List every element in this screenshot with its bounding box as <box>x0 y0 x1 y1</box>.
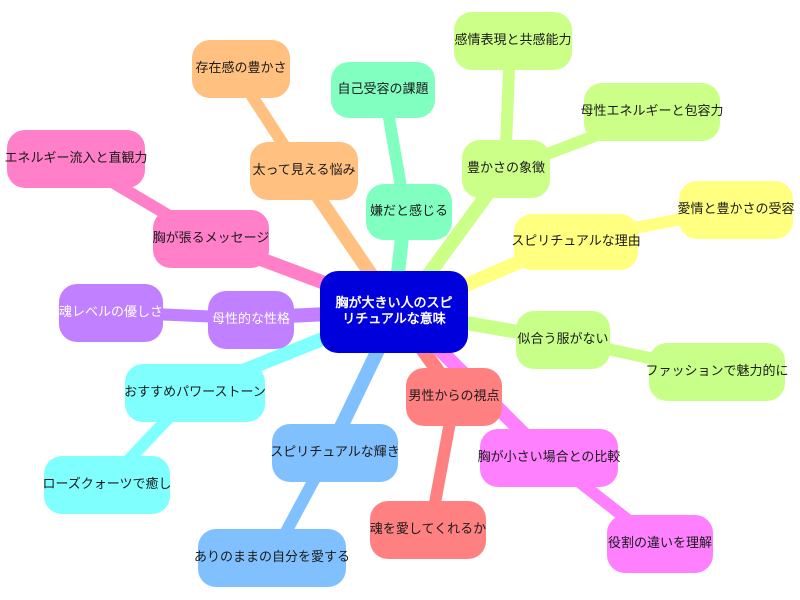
leaf-presence[interactable]: 存在感の豊かさ <box>192 40 290 98</box>
leaf-label: 母性エネルギーと包容力 <box>580 103 724 119</box>
branch-maternal[interactable]: 母性的な性格 <box>208 291 294 349</box>
leaf-label: 愛情と豊かさの受容 <box>677 201 795 217</box>
branch-power-stone[interactable]: おすすめパワーストーン <box>124 364 266 422</box>
branch-looks-fat[interactable]: 太って見える悩み <box>250 142 358 200</box>
branch-clothes[interactable]: 似合う服がない <box>516 311 610 369</box>
leaf-fashion[interactable]: ファッションで魅力的に <box>646 343 789 401</box>
branch-tension-message[interactable]: 胸が張るメッセージ <box>153 210 269 268</box>
leaf-soul-kindness[interactable]: 魂レベルの優しさ <box>59 284 163 342</box>
root-label: 胸が大きい人のスピリチュアルな意味 <box>335 295 453 327</box>
branch-label: 胸が小さい場合との比較 <box>477 449 621 465</box>
leaf-emotional-empathy[interactable]: 感情表現と共感能力 <box>454 12 572 70</box>
branch-label: 胸が張るメッセージ <box>152 230 270 246</box>
branch-label: 豊かさの象徴 <box>467 160 546 176</box>
leaf-label: 役割の違いを理解 <box>608 535 713 551</box>
leaf-role-difference[interactable]: 役割の違いを理解 <box>607 515 713 573</box>
leaf-label: ありのままの自分を愛する <box>194 549 351 565</box>
leaf-love-acceptance[interactable]: 愛情と豊かさの受容 <box>677 181 795 239</box>
leaf-label: 魂レベルの優しさ <box>59 304 164 320</box>
branch-label: スピリチュアルな輝き <box>270 444 400 460</box>
leaf-label: エネルギー流入と直観力 <box>4 150 148 166</box>
branch-compare[interactable]: 胸が小さい場合との比較 <box>477 429 621 487</box>
root-node[interactable]: 胸が大きい人のスピリチュアルな意味 <box>320 271 468 353</box>
branch-label: 男性からの視点 <box>408 388 500 404</box>
leaf-label: 存在感の豊かさ <box>195 60 287 76</box>
leaf-label: ローズクォーツで癒し <box>42 476 172 492</box>
branch-label: おすすめパワーストーン <box>124 384 266 400</box>
branch-label: スピリチュアルな理由 <box>511 233 641 249</box>
leaf-label: 魂を愛してくれるか <box>369 521 487 537</box>
branch-spiritual-shine[interactable]: スピリチュアルな輝き <box>270 424 400 482</box>
leaf-love-yourself[interactable]: ありのままの自分を愛する <box>194 529 350 587</box>
leaf-label: 感情表現と共感能力 <box>454 32 572 48</box>
branch-label: 似合う服がない <box>517 331 609 347</box>
branch-abundance[interactable]: 豊かさの象徴 <box>462 140 550 198</box>
leaf-energy-intuition[interactable]: エネルギー流入と直観力 <box>4 130 148 188</box>
branch-spiritual-reason[interactable]: スピリチュアルな理由 <box>511 214 641 270</box>
leaf-rose-quartz[interactable]: ローズクォーツで癒し <box>42 456 172 514</box>
branch-male-view[interactable]: 男性からの視点 <box>406 368 502 426</box>
leaf-label: ファッションで魅力的に <box>645 363 789 379</box>
branch-dislike[interactable]: 嫌だと感じる <box>366 184 452 240</box>
branch-label: 嫌だと感じる <box>370 203 449 219</box>
leaf-maternal-energy[interactable]: 母性エネルギーと包容力 <box>581 83 724 141</box>
branch-label: 太って見える悩み <box>252 162 356 178</box>
leaf-label: 自己受容の課題 <box>337 81 429 97</box>
branch-label: 母性的な性格 <box>212 311 291 327</box>
leaf-love-soul[interactable]: 魂を愛してくれるか <box>370 501 486 559</box>
leaf-self-acceptance[interactable]: 自己受容の課題 <box>331 62 435 118</box>
